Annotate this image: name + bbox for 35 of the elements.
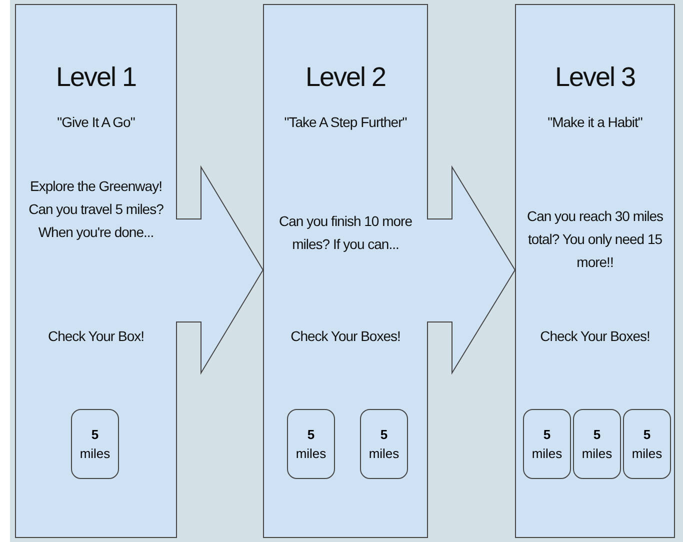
mileage-checkbox [623, 409, 671, 479]
mileage-checkbox [360, 409, 408, 479]
check-instruction: Check Your Boxes! [290, 327, 402, 345]
mileage-number: 5 [307, 426, 315, 444]
mileage-number: 5 [380, 426, 388, 444]
check-instruction: Check Your Boxes! [539, 327, 651, 345]
mileage-checkbox [573, 409, 621, 479]
mileage-number: 5 [643, 426, 651, 444]
level-panel [263, 4, 428, 538]
mileage-unit: miles [296, 445, 326, 463]
block-arrow [176, 165, 264, 375]
level-heading: Level 2 [304, 61, 387, 93]
level-description: Explore the Greenway! Can you travel 5 miles? When you're done... [28, 177, 164, 242]
mileage-number: 5 [91, 426, 99, 444]
mileage-unit: miles [532, 445, 562, 463]
mileage-number: 5 [543, 426, 551, 444]
mileage-checkbox [287, 409, 335, 479]
mileage-number: 5 [593, 426, 601, 444]
mileage-checkbox [71, 409, 119, 479]
level-subtitle: "Give It A Go" [56, 113, 136, 131]
block-arrow [426, 165, 516, 375]
mileage-unit: miles [368, 445, 400, 463]
level-heading: Level 1 [54, 61, 138, 93]
level-panel [15, 4, 177, 538]
check-instruction: Check Your Box! [46, 327, 145, 345]
level-description: Can you finish 10 more miles? If you can... [278, 212, 413, 254]
level-panel [515, 4, 675, 538]
mileage-unit: miles [80, 445, 110, 463]
level-subtitle: "Make it a Habit" [546, 113, 644, 131]
level-description: Can you reach 30 miles total? You only need 15 more!! [526, 207, 664, 272]
level-subtitle: "Take A Step Further" [283, 113, 408, 131]
level-heading: Level 3 [554, 61, 636, 93]
mileage-checkbox [523, 409, 571, 479]
mileage-unit: miles [632, 445, 662, 463]
mileage-unit: miles [582, 445, 612, 463]
